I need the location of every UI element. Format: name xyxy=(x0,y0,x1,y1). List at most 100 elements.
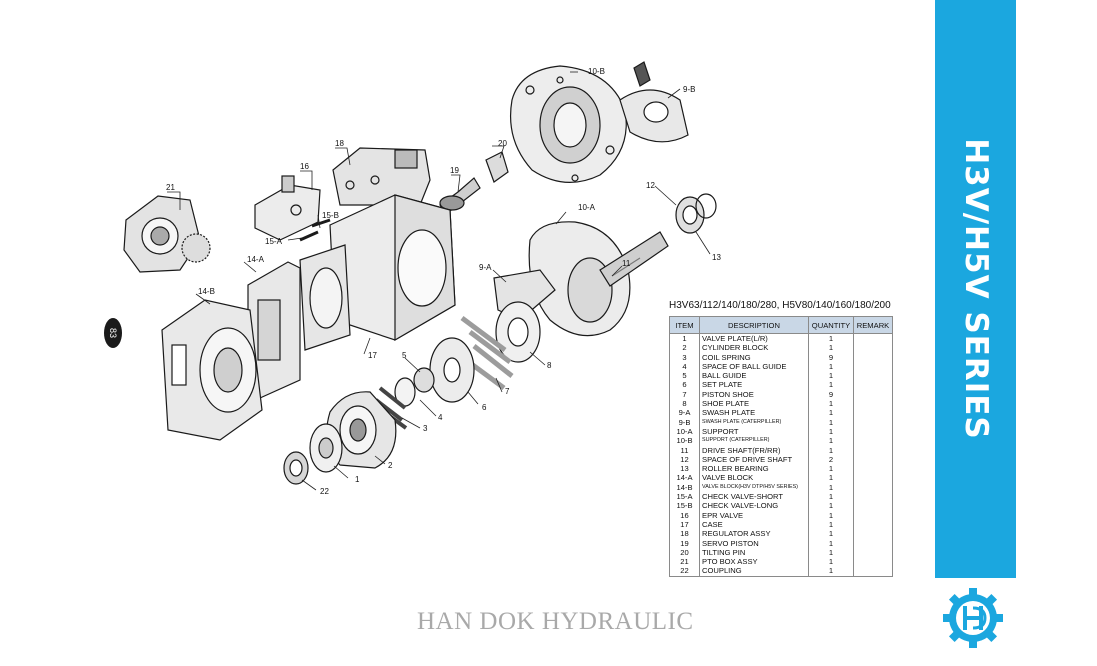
cell-item: 12 xyxy=(669,454,700,465)
cell-description: SUPPORT xyxy=(699,426,809,437)
callout-15b: 15-B xyxy=(322,211,339,220)
cell-quantity: 1 xyxy=(808,557,854,567)
header-description: DESCRIPTION xyxy=(699,316,809,334)
cell-quantity: 1 xyxy=(808,417,854,427)
cell-quantity: 9 xyxy=(808,352,854,362)
cell-item: 20 xyxy=(669,547,700,558)
cell-description: CYLINDER BLOCK xyxy=(699,343,809,353)
cell-remark xyxy=(853,519,893,530)
cell-description: SWASH PLATE (CATERPILLER) xyxy=(699,417,809,427)
cell-remark xyxy=(853,399,893,409)
cell-item: 16 xyxy=(669,510,700,520)
support-10b-part xyxy=(509,65,627,184)
cell-item: 10-B xyxy=(669,436,700,446)
cell-item: 11 xyxy=(669,445,700,455)
cell-description: PISTON SHOE xyxy=(699,389,809,400)
callout-18: 18 xyxy=(335,139,344,148)
tilting-pin-20-part xyxy=(485,151,509,183)
callout-17: 17 xyxy=(368,351,377,360)
cell-quantity: 1 xyxy=(808,510,854,520)
regulator-18-part xyxy=(332,147,431,206)
cell-item: 4 xyxy=(669,361,700,372)
callout-16: 16 xyxy=(300,162,309,171)
cell-description: VALVE BLOCK(H3V DTP/H5V SERIES) xyxy=(699,482,809,493)
cell-remark xyxy=(853,510,893,520)
cell-remark xyxy=(853,501,893,511)
callout-20: 20 xyxy=(498,139,507,148)
cell-description: SPACE OF DRIVE SHAFT xyxy=(699,454,809,465)
cell-description: COUPLING xyxy=(699,566,809,577)
callout-1: 1 xyxy=(355,475,360,484)
cell-item: 1 xyxy=(669,333,700,344)
cell-item: 21 xyxy=(669,557,700,567)
handok-gear-logo-icon xyxy=(943,588,1003,648)
series-title-container: H3V/H5V SERIES xyxy=(935,0,1016,578)
cell-description: TILTING PIN xyxy=(699,547,809,558)
valve-plate-1-part xyxy=(309,423,343,473)
cell-item: 9-A xyxy=(669,408,700,418)
cell-item: 18 xyxy=(669,529,700,539)
callout-15a: 15-A xyxy=(265,237,283,246)
cell-remark xyxy=(853,417,893,427)
callout-6: 6 xyxy=(482,403,487,412)
cell-quantity: 9 xyxy=(808,389,854,400)
callout-14a: 14-A xyxy=(247,255,265,264)
cell-quantity: 1 xyxy=(808,361,854,372)
cell-description: PTO BOX ASSY xyxy=(699,557,809,567)
cell-item: 8 xyxy=(669,399,700,409)
cell-quantity: 1 xyxy=(808,408,854,418)
cell-quantity: 1 xyxy=(808,473,854,483)
callout-13: 13 xyxy=(712,253,721,262)
set-plate-6-part xyxy=(429,337,475,403)
bearing-12-13-part xyxy=(675,193,717,234)
callout-14b: 14-B xyxy=(198,287,215,296)
cell-item: 22 xyxy=(669,566,700,577)
piston-shoes-7-part xyxy=(460,315,514,391)
drive-shaft-11-part xyxy=(599,231,669,287)
parts-table-header-row: ITEM DESCRIPTION QUANTITY REMARK xyxy=(669,316,893,334)
cell-remark xyxy=(853,454,893,465)
cell-remark xyxy=(853,352,893,362)
cell-description: BALL GUIDE xyxy=(699,371,809,381)
table-caption: H3V63/112/140/180/280, H5V80/140/160/180… xyxy=(669,300,891,311)
cell-quantity: 1 xyxy=(808,436,854,446)
swash-plate-9b-part xyxy=(619,61,689,143)
callout-5: 5 xyxy=(402,351,407,360)
cell-item: 13 xyxy=(669,464,700,474)
pto-box-21-part xyxy=(123,195,211,273)
coupling-22-part xyxy=(283,451,309,485)
cell-quantity: 1 xyxy=(808,343,854,353)
cell-remark xyxy=(853,538,893,548)
cell-remark xyxy=(853,473,893,483)
cell-quantity: 1 xyxy=(808,426,854,437)
company-footer: HAN DOK HYDRAULIC xyxy=(417,608,694,635)
cell-remark xyxy=(853,482,893,493)
callout-19: 19 xyxy=(450,166,459,175)
cell-description: REGULATOR ASSY xyxy=(699,529,809,539)
cell-item: 7 xyxy=(669,389,700,400)
page-number: 83 xyxy=(107,327,118,339)
cell-item: 5 xyxy=(669,371,700,381)
callout-10b: 10-B xyxy=(588,67,605,76)
valve-block-14b-part xyxy=(161,299,263,441)
case-17-part xyxy=(299,194,456,351)
callout-21: 21 xyxy=(166,183,175,192)
cell-remark xyxy=(853,529,893,539)
cell-description: CASE xyxy=(699,519,809,530)
